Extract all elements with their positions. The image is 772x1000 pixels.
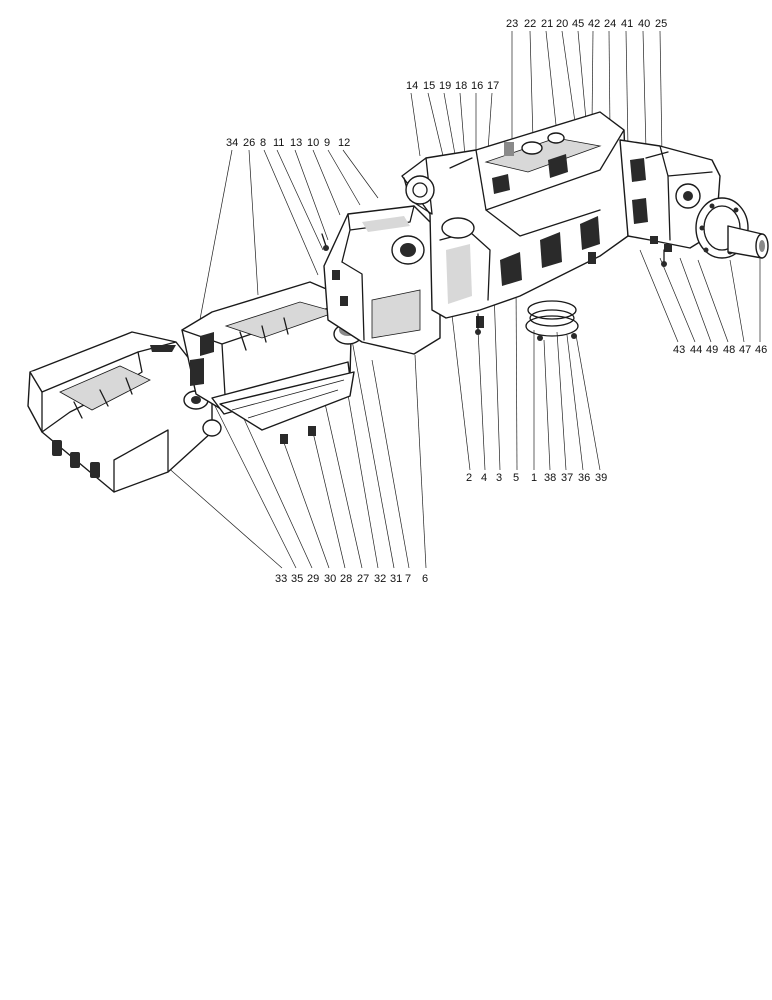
callout-row-top-mid: 14 15 19 18 16 17 — [406, 80, 499, 92]
callout-7: 7 — [405, 573, 411, 585]
callout-45: 45 — [572, 18, 584, 30]
callout-9: 9 — [324, 137, 330, 149]
callout-33: 33 — [275, 573, 287, 585]
callout-31: 31 — [390, 573, 402, 585]
callout-48: 48 — [723, 344, 735, 356]
callout-3: 3 — [496, 472, 502, 484]
callout-38: 38 — [544, 472, 556, 484]
main-center-housing — [401, 111, 629, 328]
callout-4: 4 — [481, 472, 487, 484]
callout-15: 15 — [423, 80, 435, 92]
callout-21: 21 — [541, 18, 553, 30]
callout-23: 23 — [506, 18, 518, 30]
callout-13: 13 — [290, 137, 302, 149]
final-drive-housing — [619, 139, 721, 252]
callout-5: 5 — [513, 472, 519, 484]
callout-49: 49 — [706, 344, 718, 356]
leader-lines — [147, 30, 761, 569]
transmission-housing — [181, 281, 355, 444]
callout-12: 12 — [338, 137, 350, 149]
callout-37: 37 — [561, 472, 573, 484]
callout-19: 19 — [439, 80, 451, 92]
callout-40: 40 — [638, 18, 650, 30]
callout-1: 1 — [531, 472, 537, 484]
callout-42: 42 — [588, 18, 600, 30]
bell-housing — [323, 205, 441, 355]
callout-row-upper-left: 34 26 8 11 13 10 9 12 — [226, 137, 350, 149]
callout-43: 43 — [673, 344, 685, 356]
callout-46: 46 — [755, 344, 767, 356]
callout-36: 36 — [578, 472, 590, 484]
fasteners — [321, 151, 669, 335]
callout-row-bottom-mid: 2 4 3 5 1 38 37 36 39 — [466, 472, 607, 484]
callout-25: 25 — [655, 18, 667, 30]
callout-26: 26 — [243, 137, 255, 149]
callout-14: 14 — [406, 80, 418, 92]
seal-rings — [525, 300, 579, 341]
callout-10: 10 — [307, 137, 319, 149]
front-sump-housing — [27, 331, 222, 493]
callout-6: 6 — [422, 573, 428, 585]
callout-16: 16 — [471, 80, 483, 92]
callout-27: 27 — [357, 573, 369, 585]
callout-24: 24 — [604, 18, 616, 30]
callout-20: 20 — [556, 18, 568, 30]
callout-35: 35 — [291, 573, 303, 585]
callout-2: 2 — [466, 472, 472, 484]
axle-shaft — [727, 225, 769, 259]
callout-18: 18 — [455, 80, 467, 92]
callout-28: 28 — [340, 573, 352, 585]
callout-row-bottom-left: 33 35 29 30 28 27 32 31 7 6 — [275, 573, 428, 585]
callout-47: 47 — [739, 344, 751, 356]
callout-34: 34 — [226, 137, 238, 149]
callout-11: 11 — [273, 137, 284, 149]
callout-row-right: 43 44 49 48 47 46 — [673, 344, 767, 356]
callout-32: 32 — [374, 573, 386, 585]
callout-29: 29 — [307, 573, 319, 585]
callout-22: 22 — [524, 18, 536, 30]
callout-8: 8 — [260, 137, 266, 149]
callout-30: 30 — [324, 573, 336, 585]
callout-44: 44 — [690, 344, 702, 356]
callout-row-top-right: 23 22 21 20 45 42 24 41 40 25 — [506, 18, 667, 30]
callout-41: 41 — [621, 18, 633, 30]
callout-39: 39 — [595, 472, 607, 484]
callout-17: 17 — [487, 80, 499, 92]
